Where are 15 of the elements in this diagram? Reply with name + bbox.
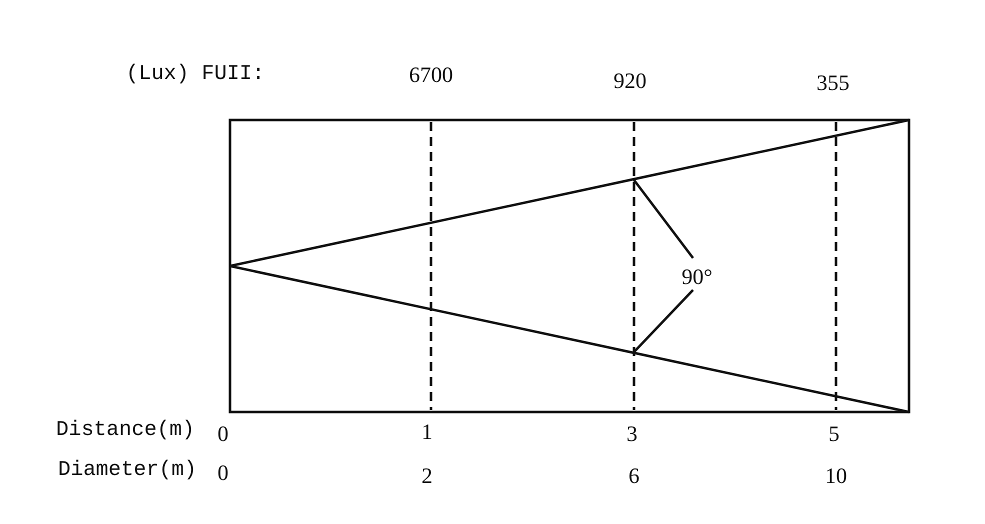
lux-value: 6700 xyxy=(409,64,453,86)
distance-value: 0 xyxy=(218,423,228,445)
diameter-value: 10 xyxy=(825,465,847,487)
diameter-value: 6 xyxy=(628,465,640,487)
axis-label: (Lux) FUII: xyxy=(126,64,265,85)
diameter-value: 0 xyxy=(218,462,228,484)
angle-label: 90° xyxy=(682,266,712,288)
axis-label: Distance(m) xyxy=(56,420,195,441)
diameter-value: 2 xyxy=(422,465,432,487)
lux-value: 920 xyxy=(614,70,646,92)
distance-value: 1 xyxy=(422,421,432,443)
distance-value: 5 xyxy=(828,423,840,445)
axis-label: Diameter(m) xyxy=(58,460,197,481)
distance-value: 3 xyxy=(626,423,638,445)
lux-value: 355 xyxy=(816,72,850,94)
